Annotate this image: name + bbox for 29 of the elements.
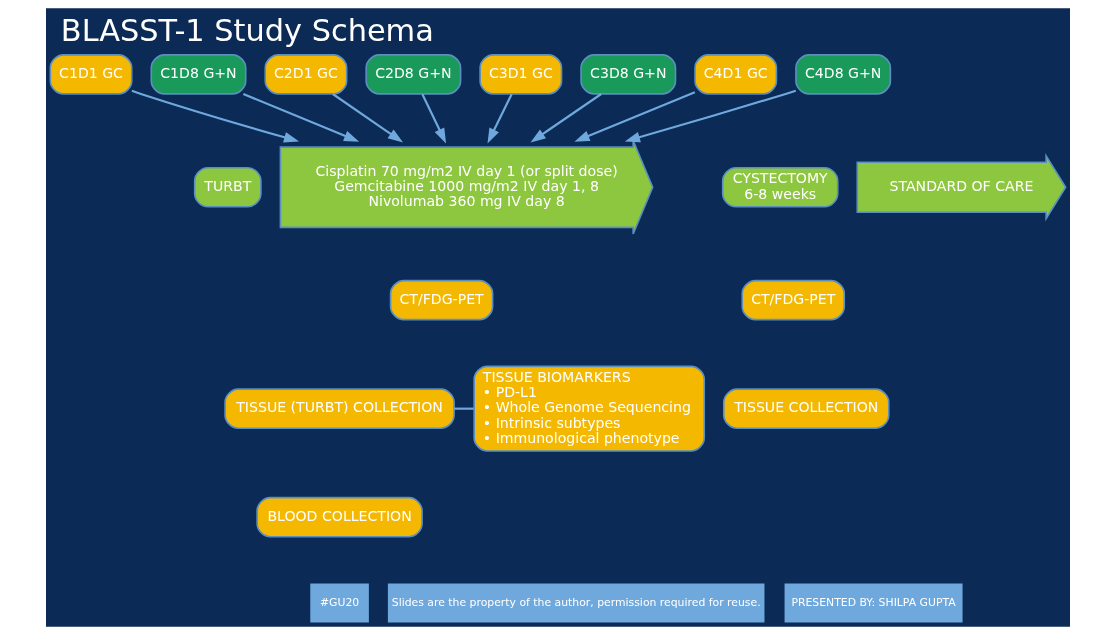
diagram-title: BLASST-1 Study Schema [60,13,434,49]
node-box: BLOOD COLLECTION [255,496,423,538]
node-box: TISSUE BIOMARKERS • PD-L1 • Whole Genome Sequencing • Intrinsic subtypes • Immunological phenotype [472,365,705,452]
node-box: C3D8 G+N [579,54,676,95]
arrow [130,89,299,143]
node-box: TURBT [193,166,262,208]
node-box: CT/FDG-PET [389,279,493,321]
arrow [487,93,513,144]
label: Slides are the property of the author, permission required for reuse. [391,595,761,609]
node-box: C1D8 G+N [149,54,246,95]
arrow [573,91,695,142]
arrow [420,93,446,144]
label: PRESENTED BY: SHILPA GUPTA [790,595,956,609]
node-box: TISSUE (TURBT) COLLECTION [223,388,455,429]
node-box: C4D1 GC [693,54,777,95]
arrow [331,93,403,143]
node-box: C3D1 GC [478,54,562,95]
node-box: CT/FDG-PET [740,279,845,321]
node-box: C2D1 GC [263,54,347,95]
node-box: CYSTECTOMY 6-8 weeks [721,166,839,208]
arrow [242,93,359,142]
connector [453,407,474,410]
arrow [624,89,796,143]
node-box: TISSUE COLLECTION [722,388,890,429]
node-box: C4D8 G+N [794,54,891,95]
node-box: C2D8 G+N [364,54,461,95]
node-box: C1D1 GC [49,54,133,95]
label: #GU20 [319,595,359,609]
arrow [529,93,602,143]
